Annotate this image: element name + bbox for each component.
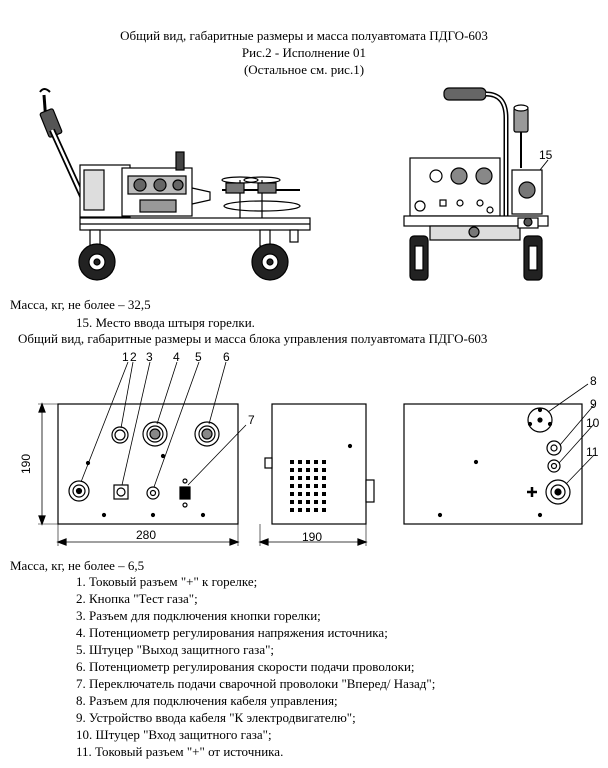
legend-item: 5. Штуцер "Выход защитного газа";	[76, 642, 275, 657]
legend-item: 7. Переключатель подачи сварочной провол…	[76, 676, 436, 691]
dimension-depth: 190	[302, 530, 323, 544]
control-unit-rear-panel	[403, 383, 595, 525]
callout-9: 9	[590, 397, 597, 411]
legend-item: 9. Устройство ввода кабеля "К электродви…	[76, 710, 356, 725]
callout-8: 8	[590, 374, 597, 388]
mass-control-unit: Масса, кг, не более – 6,5	[10, 558, 145, 573]
legend-item: 2. Кнопка "Тест газа";	[76, 591, 198, 606]
callout-1: 1	[122, 350, 129, 364]
callout-3: 3	[146, 350, 153, 364]
cart-side-view	[39, 88, 311, 281]
mass-cart: Масса, кг, не более – 32,5	[10, 297, 151, 312]
callout-15: 15	[539, 148, 553, 162]
callout-10: 10	[586, 416, 600, 430]
dimension-height: 190	[19, 453, 33, 474]
legend-item: 6. Потенциометр регулирования скорости п…	[76, 659, 415, 674]
ventilation-grille	[290, 460, 326, 512]
figure-note: (Остальное см. рис.1)	[243, 62, 365, 77]
legend-item: 3. Разъем для подключения кнопки горелки…	[76, 608, 321, 623]
control-unit-front-panel	[38, 361, 247, 546]
callout-2: 2	[130, 350, 137, 364]
control-unit-side-view	[258, 403, 375, 546]
callout-11: 11	[586, 445, 599, 459]
dimension-width: 280	[136, 528, 157, 542]
callout-5: 5	[195, 350, 202, 364]
page-title: Общий вид, габаритные размеры и масса по…	[120, 28, 488, 43]
figure-caption: Рис.2 - Исполнение 01	[241, 45, 367, 60]
callout-6: 6	[223, 350, 230, 364]
legend-item: 8. Разъем для подключения кабеля управле…	[76, 693, 338, 708]
cart-front-view	[403, 87, 549, 281]
legend-item: 10. Штуцер "Вход защитного газа";	[76, 727, 272, 742]
legend-item: 4. Потенциометр регулирования напряжения…	[76, 625, 388, 640]
section-title: Общий вид, габаритные размеры и масса бл…	[18, 331, 488, 346]
legend-item: 1. Токовый разъем "+" к горелке;	[76, 574, 258, 589]
callout-4: 4	[173, 350, 180, 364]
callout-7: 7	[248, 413, 255, 427]
legend-item: 11. Токовый разъем "+" от источника.	[76, 744, 284, 759]
note-item-15: 15. Место ввода штыря горелки.	[76, 315, 255, 330]
